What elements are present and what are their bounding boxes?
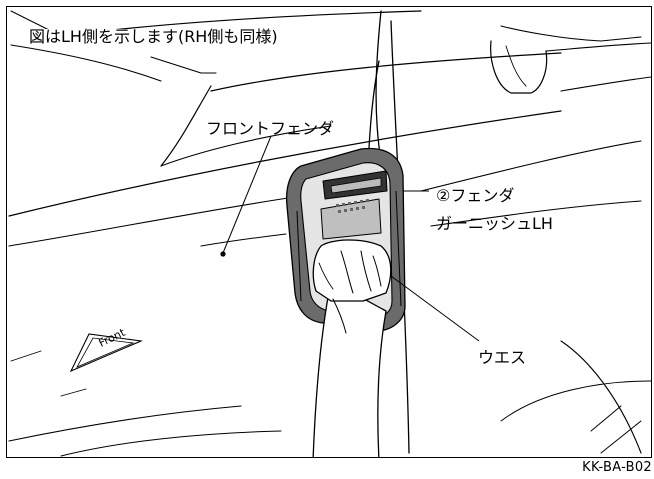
front-direction-marker [69, 333, 144, 373]
hand-with-cloth [312, 239, 392, 457]
fender-leader-line [222, 135, 272, 254]
illustration-frame: 図はLH側を示します(RH側も同様) フロントフェンダ ②フェンダ ガーニッシュ… [6, 6, 652, 458]
front-fender-label: フロントフェンダ [206, 119, 335, 138]
fender-garnish-label-line2: ガーニッシュLH [436, 214, 553, 233]
figure-code: KK-BA-B02 [582, 460, 652, 475]
body-character-line [8, 110, 562, 217]
figure-caption: 図はLH側を示します(RH側も同様) [27, 27, 280, 46]
leader-dot [220, 251, 226, 257]
fender-garnish-illustration [8, 10, 651, 457]
side-mirror [490, 40, 548, 94]
waste-cloth-label: ウエス [478, 348, 527, 367]
fender-garnish-label-line1: ②フェンダ [436, 186, 515, 205]
door-gap-line [375, 10, 382, 162]
waste-leader-line [390, 275, 480, 342]
leader-lines [222, 135, 480, 342]
